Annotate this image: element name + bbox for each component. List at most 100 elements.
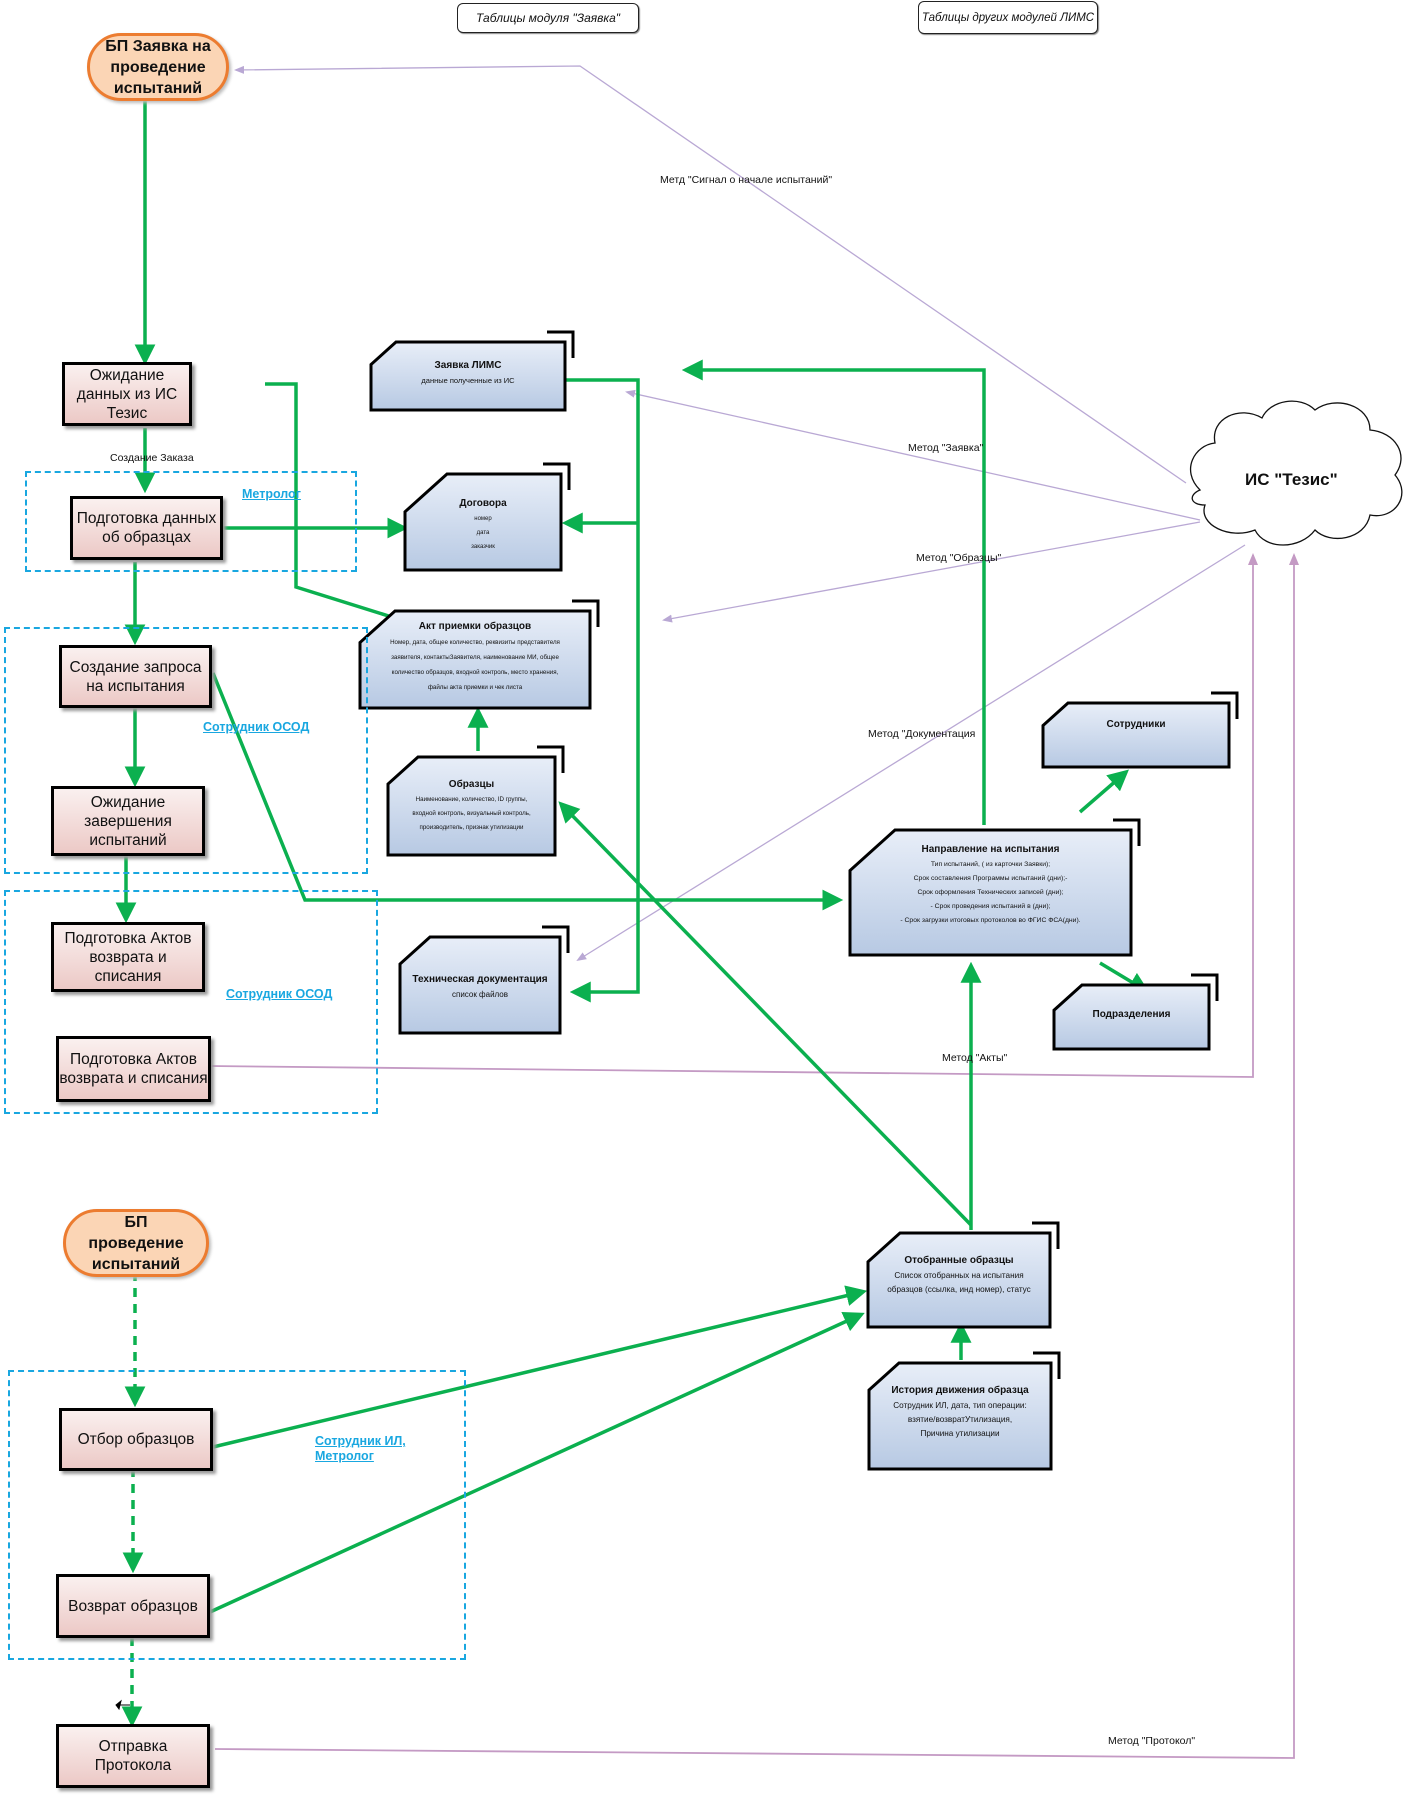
process-prepare-acts-1[interactable]: Подготовка Актов возврата и списания bbox=[51, 922, 205, 992]
table-field: Срок составления Программы испытаний (дн… bbox=[913, 875, 1068, 882]
terminal-start-request[interactable]: БП Заявка на проведение испытаний bbox=[87, 33, 229, 101]
table-otobrannye[interactable] bbox=[866, 1231, 1052, 1329]
lane-osod-2 bbox=[4, 890, 378, 1114]
label-method-samples: Метод "Образцы" bbox=[916, 552, 1002, 564]
dogovora-corner-bracket bbox=[543, 462, 571, 490]
obrazcy-corner-bracket bbox=[537, 745, 565, 773]
label-method-acts: Метод "Акты" bbox=[942, 1052, 1008, 1064]
edge-method-acts bbox=[209, 553, 1258, 1078]
table-field: дата bbox=[476, 530, 490, 536]
table-field: Причина утилизации bbox=[920, 1429, 1000, 1438]
process-create-test-request[interactable]: Создание запроса на испытания bbox=[59, 645, 212, 708]
table-title: Заявка ЛИМС bbox=[434, 360, 502, 371]
process-sample-selection[interactable]: Отбор образцов bbox=[59, 1408, 213, 1471]
edge-method-samples bbox=[662, 521, 1201, 623]
header-module-tables: Таблицы модуля "Заявка" bbox=[457, 3, 639, 33]
integration-lines-outgoing bbox=[209, 553, 1299, 1759]
lane-metrolog bbox=[25, 471, 357, 572]
napravlenie-corner-bracket bbox=[1113, 818, 1141, 846]
label-method-protocol: Метод "Протокол" bbox=[1108, 1735, 1196, 1747]
table-field: образцов (ссылка, инд номер), статус bbox=[887, 1285, 1031, 1294]
process-sample-return[interactable]: Возврат образцов bbox=[56, 1574, 210, 1638]
label-create-order: Создание Заказа bbox=[110, 452, 194, 464]
table-title: Направление на испытания bbox=[921, 844, 1060, 855]
table-field: входной контроль, визуальный контроль, bbox=[412, 810, 531, 817]
table-podrazdeleniya-text: Подразделения bbox=[1054, 1007, 1209, 1023]
small-arrow-icon bbox=[115, 1699, 130, 1711]
integration-lines bbox=[234, 65, 1246, 962]
table-sotrudniki-text: Сотрудники bbox=[1043, 717, 1229, 733]
edge-method-protocol bbox=[214, 553, 1299, 1759]
edge-return-to-otobrannye bbox=[209, 1311, 865, 1614]
table-tech-doc[interactable] bbox=[398, 935, 562, 1035]
role-metrolog: Метролог bbox=[242, 487, 301, 501]
zayavka-lims-corner-bracket bbox=[547, 330, 575, 358]
header-other-module-tables: Таблицы других модулей ЛИМС bbox=[918, 1, 1098, 34]
table-field: Сотрудник ИЛ, дата, тип операции: bbox=[893, 1401, 1027, 1410]
table-title: Подразделения bbox=[1092, 1009, 1171, 1020]
table-field: - Срок проведения испытаний в (дни); bbox=[930, 903, 1051, 910]
table-field: - Срок загрузки итоговых протоколов во Ф… bbox=[900, 917, 1081, 924]
table-title: Сотрудники bbox=[1106, 719, 1166, 730]
table-istoriya[interactable] bbox=[867, 1361, 1053, 1471]
table-field: Список отобранных на испытания bbox=[894, 1271, 1024, 1280]
otobrannye-corner-bracket bbox=[1032, 1221, 1060, 1249]
edge-selection-to-otobrannye bbox=[212, 1285, 868, 1449]
table-field: заявителя, контактыЗаявителя, наименован… bbox=[391, 654, 559, 661]
table-title: Техническая документация bbox=[412, 974, 548, 985]
istoriya-corner-bracket bbox=[1033, 1351, 1061, 1379]
role-osod-1: Сотрудник ОСОД bbox=[203, 720, 310, 734]
edge-napravlenie-to-sotrudniki bbox=[1078, 769, 1129, 814]
table-title: История движения образца bbox=[891, 1385, 1029, 1396]
table-title: Образцы bbox=[448, 779, 495, 790]
sotrudniki-corner-bracket bbox=[1211, 691, 1239, 719]
terminal-start-testing[interactable]: БП проведение испытаний bbox=[63, 1209, 209, 1277]
table-field: взятие/возвратУтилизация, bbox=[907, 1415, 1013, 1424]
label-method-docs: Метод "Документация bbox=[868, 728, 976, 740]
external-system-label: ИС "Тезис" bbox=[1245, 470, 1338, 489]
edge-zayavka-bus bbox=[565, 378, 640, 1003]
label-method-signal: Метд "Сигнал о начале испытаний" bbox=[660, 174, 833, 186]
table-akt-priemki[interactable] bbox=[358, 609, 592, 710]
table-napravlenie[interactable] bbox=[848, 828, 1133, 957]
table-field: данные полученные из ИС bbox=[421, 376, 515, 385]
table-field: номер bbox=[474, 516, 492, 522]
role-osod-2: Сотрудник ОСОД bbox=[226, 987, 333, 1001]
process-prepare-samples-data[interactable]: Подготовка данных об образцах bbox=[70, 496, 223, 560]
edge-napravlenie-to-zayavka bbox=[681, 359, 986, 825]
table-sotrudniki[interactable] bbox=[1041, 701, 1231, 769]
process-send-protocol[interactable]: Отправка Протокола bbox=[56, 1724, 210, 1788]
table-dogovora[interactable] bbox=[403, 472, 563, 572]
dashed-flow-lines bbox=[121, 1272, 146, 1728]
table-zayavka-lims[interactable] bbox=[369, 340, 567, 412]
process-wait-tests-done[interactable]: Ожидание завершения испытаний bbox=[51, 786, 205, 856]
table-field: Срок оформления Технических записей (дни… bbox=[917, 889, 1064, 896]
table-title: Отобранные образцы bbox=[904, 1255, 1014, 1266]
process-wait-data[interactable]: Ожидание данных из ИС Тезис bbox=[62, 362, 192, 426]
edge-create-to-napravlenie bbox=[211, 672, 844, 911]
podrazdeleniya-corner-bracket bbox=[1191, 973, 1219, 1001]
akt-priemki-corner-bracket bbox=[572, 599, 600, 627]
table-title: Договора bbox=[459, 498, 507, 509]
process-prepare-acts-2[interactable]: Подготовка Актов возврата и списания bbox=[56, 1036, 211, 1102]
table-field: количество образцов, входной контроль, м… bbox=[391, 669, 559, 676]
table-obrazcy[interactable] bbox=[386, 755, 557, 857]
table-shapes bbox=[358, 330, 1239, 1471]
table-title: Акт приемки образцов bbox=[418, 621, 532, 632]
table-field: производитель, признак утилизации bbox=[419, 824, 524, 831]
tech-doc-corner-bracket bbox=[542, 925, 570, 953]
edge-method-signal bbox=[234, 65, 1187, 484]
edge-wait-data-to-akt bbox=[265, 382, 396, 620]
table-field: файлы акта приемки и чек листа bbox=[427, 684, 523, 691]
table-podrazdeleniya[interactable] bbox=[1052, 983, 1211, 1051]
edge-method-docs bbox=[576, 544, 1246, 962]
cloud-shape bbox=[1189, 400, 1403, 546]
label-method-request: Метод "Заявка" bbox=[908, 442, 984, 454]
